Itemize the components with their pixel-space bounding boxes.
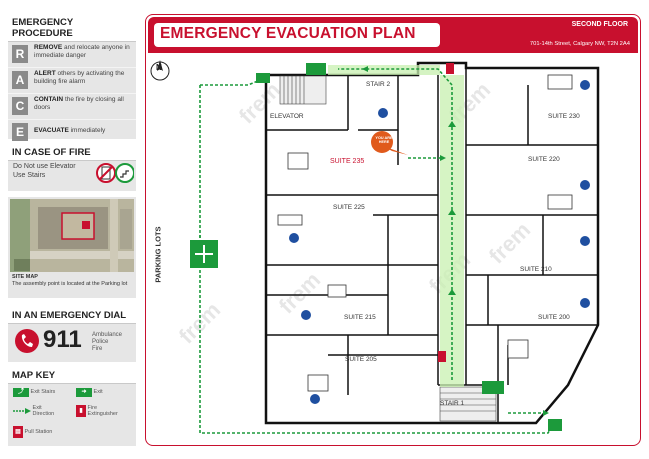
suite-205-label: SUITE 205: [345, 356, 377, 363]
site-map-caption: The assembly point is located at the Par…: [12, 281, 128, 287]
service-police: Police: [92, 339, 109, 345]
suite-235-label: SUITE 235: [330, 158, 365, 165]
site-map-image: [10, 199, 134, 272]
step-keyword: EVACUATE: [34, 127, 69, 134]
svg-text:frem: frem: [484, 217, 535, 268]
site-map-section: SITE MAP The assembly point is located a…: [8, 197, 136, 298]
step-keyword: ALERT: [34, 70, 56, 77]
step-letter: A: [12, 71, 28, 89]
step-letter: R: [12, 45, 28, 63]
plan-title: EMERGENCY EVACUATION PLAN: [160, 25, 416, 42]
step-text: the fire by closing all doors: [34, 96, 124, 111]
exit-sign-icon: ➜: [76, 388, 92, 397]
plan-frame: [145, 14, 641, 446]
assembly-point-icon: [190, 240, 218, 268]
suite-220-label: SUITE 220: [528, 156, 560, 163]
suite-210-label: SUITE 210: [520, 266, 552, 273]
exit-stairs-icon: ⤴: [13, 388, 29, 397]
watermark: frem frem frem frem frem frem: [174, 77, 535, 348]
dial-title: IN AN EMERGENCY DIAL: [8, 308, 136, 324]
fire-extinguisher-icon: ▮: [76, 405, 86, 417]
floor-label: SECOND FLOOR: [571, 21, 628, 28]
step-text: immediately: [70, 127, 106, 134]
service-ambulance: Ambulance: [92, 332, 123, 338]
step-letter: E: [12, 123, 28, 141]
route-arrows: [362, 66, 549, 416]
procedure-title: EMERGENCY PROCEDURE: [8, 15, 136, 42]
stair-2-hatch: [279, 75, 327, 105]
you-are-here-label: YOU ARE HERE: [375, 136, 393, 145]
key-pull-station: ▤ Pull Station: [13, 426, 52, 438]
north-arrow-icon: [150, 60, 170, 81]
elevator-label: ELEVATOR: [270, 113, 304, 120]
step-letter: C: [12, 97, 28, 115]
suite-215-label: SUITE 215: [344, 314, 376, 321]
stair-2-label: STAIR 2: [366, 81, 391, 88]
pull-station-icon: ▤: [13, 426, 23, 438]
procedure-step: C CONTAIN the fire by closing all doors: [8, 94, 136, 120]
address-label: 701-14th Street, Calgary NW, T2N 2A4: [529, 41, 630, 47]
step-text: others by activating the building fire a…: [34, 70, 125, 85]
north-label: N: [156, 63, 162, 72]
fire-section: IN CASE OF FIRE Do Not use Elevator Use …: [8, 145, 136, 191]
emergency-dial-section: IN AN EMERGENCY DIAL 911 Ambulance Polic…: [8, 308, 136, 362]
interior-walls: [266, 68, 598, 423]
emergency-number: 911: [43, 326, 82, 353]
suite-225-label: SUITE 225: [333, 204, 365, 211]
you-are-here-marker: [371, 131, 408, 155]
exit-sign-icon: [256, 63, 562, 431]
stair-1-label: STAIR 1: [440, 400, 465, 407]
key-exit-stairs: ⤴ Exit Stairs: [13, 388, 55, 397]
fire-line-elevator: Do Not use Elevator: [13, 163, 76, 170]
stair-1-hatch: [439, 386, 497, 422]
furniture: [277, 74, 573, 392]
procedure-step: E EVACUATE immediately: [8, 120, 136, 145]
step-keyword: CONTAIN: [34, 96, 64, 103]
step-text: and relocate anyone in immediate danger: [34, 44, 130, 59]
svg-text:frem: frem: [274, 267, 325, 318]
plan-header: EMERGENCY EVACUATION PLAN SECOND FLOOR 7…: [148, 17, 638, 53]
suite-200-label: SUITE 200: [538, 314, 570, 321]
fire-extinguisher-icon: [438, 63, 454, 362]
emergency-procedure-section: EMERGENCY PROCEDURE R REMOVE and relocat…: [8, 15, 136, 141]
key-exit-direction: Exit Direction: [13, 405, 59, 417]
procedure-step: A ALERT others by activating the buildin…: [8, 68, 136, 94]
floor-plan: frem frem frem frem frem frem: [150, 60, 600, 434]
fire-line-stairs: Use Stairs: [13, 172, 46, 179]
hazard-icons: [289, 80, 590, 404]
parking-lots-label: PARKING LOTS: [153, 226, 163, 283]
site-map-title: SITE MAP: [12, 274, 38, 280]
fire-title: IN CASE OF FIRE: [8, 145, 136, 161]
key-fire-extinguisher: ▮ Fire Extinguisher: [76, 405, 122, 417]
key-exit: ➜ Exit: [76, 388, 103, 397]
map-key-section: MAP KEY ⤴ Exit Stairs ➜ Exit Exit Direct…: [8, 368, 136, 446]
suite-230-label: SUITE 230: [548, 113, 580, 120]
phone-icon: [15, 329, 39, 353]
no-elevator-icon: [96, 163, 134, 183]
exit-direction-icon: [13, 408, 31, 414]
map-key-title: MAP KEY: [8, 368, 136, 384]
step-keyword: REMOVE: [34, 44, 63, 51]
service-fire: Fire: [92, 346, 103, 352]
procedure-step: R REMOVE and relocate anyone in immediat…: [8, 42, 136, 68]
